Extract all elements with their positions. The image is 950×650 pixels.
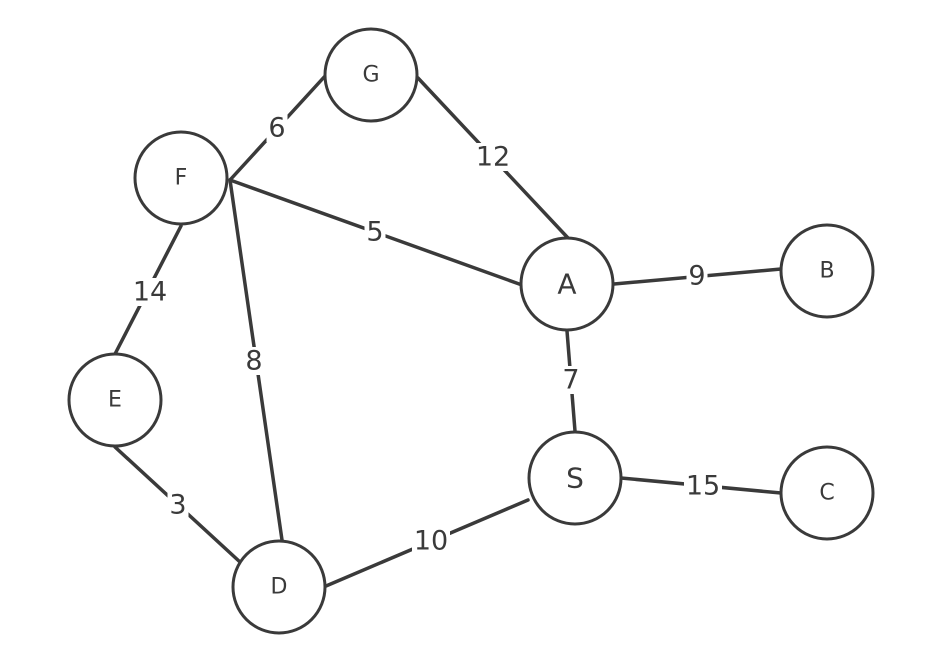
edge-f-e: 14 [113,224,183,356]
edge-d-s: 10 [324,498,530,588]
edge-a-s: 7 [560,329,582,433]
edge-weight-label: 3 [169,490,186,521]
node-label: C [819,481,834,506]
edge-weight-background [560,366,582,394]
node-label: B [819,259,834,284]
edge-weight-label: 9 [688,261,705,292]
node-circle [519,236,615,332]
edge-weight-background [412,527,450,555]
node-circle [779,445,875,541]
node-label: E [108,388,122,413]
node-f: F [133,130,229,226]
node-circle [67,352,163,448]
edge-f-a: 5 [228,178,524,287]
nodes-layer: G F A B E S C D [67,27,875,635]
edge-f-d: 8 [228,178,284,542]
node-g: G [323,27,419,123]
edge-s-c: 15 [619,471,783,502]
node-label: F [175,166,188,191]
node-label: D [271,575,288,600]
node-label: A [557,268,576,301]
node-label: S [566,462,584,495]
node-circle [231,539,327,635]
edge-weight-label: 8 [245,346,262,377]
node-circle [779,223,875,319]
edge-e-d: 3 [113,445,242,564]
edge-weight-background [131,278,169,306]
edge-weight-background [266,114,288,142]
edge-weight-label: 12 [476,142,510,173]
node-c: C [779,445,875,541]
edge-f-g: 6 [228,73,328,182]
edge-weight-background [474,143,512,171]
node-circle [133,130,229,226]
edge-weight-background [167,491,189,519]
edge-weight-label: 7 [562,365,579,396]
node-d: D [231,539,327,635]
node-circle [323,27,419,123]
edge-g-a: 12 [416,76,570,240]
edges-layer: 6 12 5 9 14 8 7 3 10 15 [113,73,783,588]
node-label: G [362,63,379,88]
edge-weight-background [364,218,386,246]
edge-weight-background [243,347,265,375]
edge-weight-label: 15 [686,471,720,502]
edge-weight-label: 6 [268,113,285,144]
edge-weight-background [686,262,708,290]
edge-a-b: 9 [612,261,783,292]
node-s: S [527,430,623,526]
edge-weight-label: 10 [414,526,448,557]
node-b: B [779,223,875,319]
node-circle [527,430,623,526]
node-a: A [519,236,615,332]
edge-weight-background [684,472,722,500]
node-e: E [67,352,163,448]
edge-weight-label: 14 [133,277,167,308]
edge-weight-label: 5 [366,217,383,248]
